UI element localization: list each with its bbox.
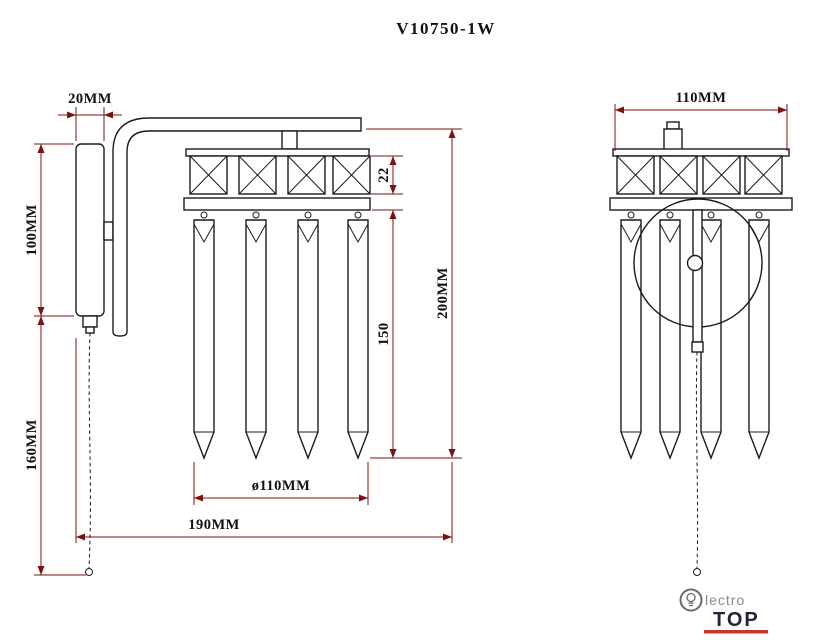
dimension-depth: 190MM: [75, 338, 453, 543]
side-stem: [663, 128, 683, 151]
side-pull-chain: [695, 351, 699, 569]
cube-row-label: 22: [376, 167, 392, 183]
dimension-diameter: ø110MM: [193, 462, 369, 505]
dimension-side-width: 110MM: [614, 90, 788, 151]
side-frame-bar: [609, 197, 793, 211]
side-view: [609, 121, 793, 576]
side-hooks: [627, 211, 763, 219]
side-center-rod: [692, 209, 703, 343]
diameter-label: ø110MM: [252, 478, 311, 494]
side-top-rail: [612, 148, 790, 157]
side-chain-ring: [693, 568, 701, 576]
front-stem: [281, 130, 298, 150]
dimension-plate-width: 20MM: [58, 91, 122, 141]
wall-plate: [75, 143, 105, 317]
logo-text-gray: lectro: [705, 592, 745, 608]
plate-height-label: 100MM: [24, 204, 40, 256]
front-prism-pendants: [193, 219, 369, 459]
bulb-icon: [679, 588, 703, 612]
logo-underline: [704, 630, 768, 634]
pull-switch-nub: [85, 326, 95, 334]
front-chain-ring: [85, 568, 93, 576]
brand-logo: lectro TOP: [679, 588, 768, 634]
front-top-rail: [185, 148, 370, 157]
body-height-label: 200MM: [435, 267, 451, 319]
front-frame-bar: [183, 197, 371, 211]
front-view: [75, 117, 371, 576]
side-stem-cap: [666, 121, 680, 130]
dimension-chain-length: 160MM: [24, 316, 86, 576]
curved-arm: [112, 117, 362, 337]
dimension-cube-row: 22: [371, 155, 403, 195]
chain-length-label: 160MM: [24, 419, 40, 471]
front-hooks: [200, 211, 362, 219]
side-width-label: 110MM: [676, 90, 727, 106]
drawing-title: V10750-1W: [396, 19, 495, 38]
dimension-plate-height: 100MM: [24, 143, 74, 317]
front-pull-chain: [88, 332, 91, 569]
side-cube-crystals: [616, 155, 783, 195]
bulb-glass: [686, 592, 696, 603]
depth-label: 190MM: [188, 517, 240, 533]
prism-length-label: 150: [376, 322, 392, 345]
side-chain-connector: [691, 341, 704, 353]
plate-bracket: [103, 221, 114, 241]
plate-width-label: 20MM: [68, 91, 112, 107]
dimension-body-height: 200MM: [366, 128, 462, 458]
front-cube-crystals: [189, 155, 371, 195]
dimension-prism-length: 150: [370, 209, 462, 459]
pull-switch: [82, 315, 98, 328]
logo-text-bold: TOP: [713, 609, 760, 631]
side-hub: [686, 254, 704, 272]
